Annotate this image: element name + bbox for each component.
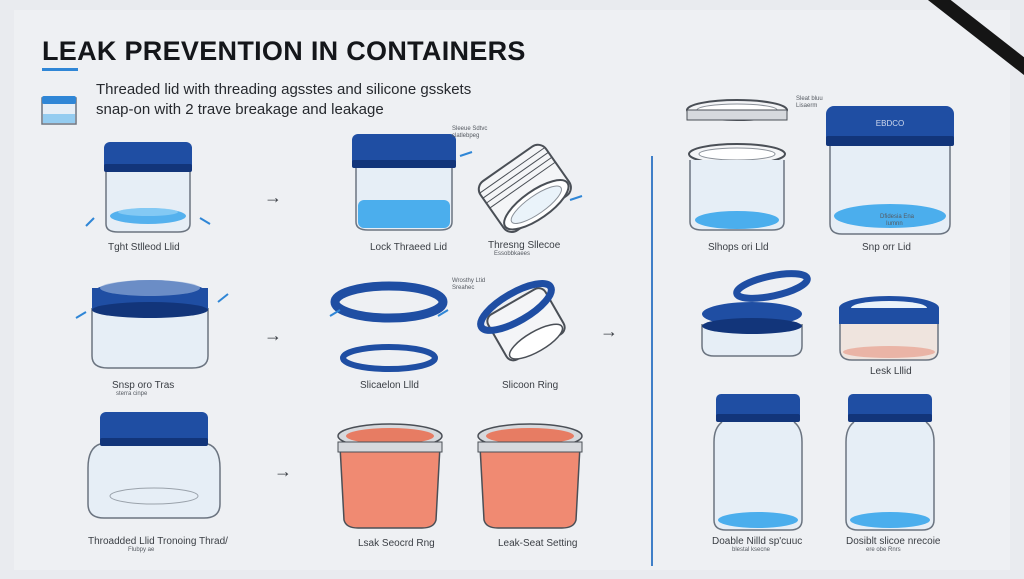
terracotta-container-left xyxy=(337,423,443,529)
page-title: LEAK PREVENTION IN CONTAINERS xyxy=(42,36,526,66)
silicone-lid-caption: Slicaelon Llld xyxy=(360,380,419,391)
threaded-silicone-ring-tilted xyxy=(459,143,583,233)
snap-on-lid-caption: Slhops ori Lld xyxy=(708,242,769,253)
double-walled-caption-1: Doable Nilld sp'cuuc xyxy=(712,536,803,547)
flow-arrow-center: → xyxy=(600,321,618,341)
tiny-label-1a: Sleeue Sdtvc xyxy=(452,126,488,132)
tight-sealed-jar xyxy=(85,142,211,233)
snap-on-jar xyxy=(75,280,229,369)
double-silicone-jar xyxy=(845,394,935,531)
intro-line-2: snap-on with 2 trave breakage and leakag… xyxy=(96,101,384,118)
tiny-label-1b: clatlebpeg xyxy=(452,133,480,139)
threaded-trapping-caption-1: Throadded Llid Tronoing Thrad/ xyxy=(88,536,228,547)
snap-on-caption-2: sterra cinpe xyxy=(116,391,148,397)
tiny-label-2a: Wrosthy Ltid xyxy=(452,278,486,284)
snap-on-lid-large-caption: Snp orr Lid xyxy=(862,242,911,253)
title-underline xyxy=(42,68,78,71)
leak-threaded-jar xyxy=(352,134,456,231)
tiny-label-3b: Lisaerm xyxy=(796,103,818,109)
tiny-label-2b: Sreahec xyxy=(452,285,475,291)
silicone-lid-rings xyxy=(329,281,449,372)
flow-arrow-row3: → xyxy=(274,461,292,481)
section-divider xyxy=(651,156,653,566)
flow-arrow-row1: → xyxy=(264,187,282,207)
flow-arrow-row2: → xyxy=(264,325,282,345)
double-silicone-caption-2: ere obe Rnrs xyxy=(866,547,901,553)
snap-on-lid-jar-rings xyxy=(686,99,788,231)
threaded-silicone-caption-2: Essobbkaees xyxy=(494,251,531,257)
tiny-label-4a: Dfidesia Ena xyxy=(880,214,915,220)
double-walled-caption-2: blestal ksecne xyxy=(732,547,771,553)
double-silicone-caption-1: Dosiblt slicoe nrecoie xyxy=(846,536,941,547)
double-walled-jar xyxy=(713,394,803,531)
threaded-trapping-jar xyxy=(87,412,221,519)
threaded-silicone-caption-1: Thresng Sllecoe xyxy=(488,240,561,251)
leak-lid-jar-left xyxy=(701,270,811,357)
leak-lid-jar-right xyxy=(839,296,939,361)
leak-lid-caption: Lesk Lllid xyxy=(870,366,912,377)
intro-line-1: Threaded lid with threading agsstes and … xyxy=(96,81,472,98)
leak-sealed-ring-caption: Lsak Seocrd Rng xyxy=(358,538,435,549)
tiny-label-3a: Sleat bluu xyxy=(796,96,823,102)
lid-imprint-text: EBDCO xyxy=(876,119,904,128)
tiny-label-4b: Iumnn xyxy=(886,221,903,227)
snap-on-large-jar: EBDCO xyxy=(826,106,954,235)
silicone-ring-tilted xyxy=(477,280,566,362)
leak-seal-setting-caption: Leak-Seat Setting xyxy=(498,538,578,549)
terracotta-container-right xyxy=(477,423,583,529)
leak-threaded-lid-caption: Lock Thraeed Lid xyxy=(370,242,448,253)
container-legend-icon xyxy=(41,96,77,125)
tight-sealed-lid-caption: Tght Stlleod Llid xyxy=(108,242,180,253)
silicone-ring-caption: Slicoon Ring xyxy=(502,380,559,391)
snap-on-caption-1: Snsp oro Tras xyxy=(112,380,175,391)
threaded-trapping-caption-2: Flubpy ae xyxy=(128,547,155,553)
intro-text: Threaded lid with threading agsstes and … xyxy=(96,80,471,120)
